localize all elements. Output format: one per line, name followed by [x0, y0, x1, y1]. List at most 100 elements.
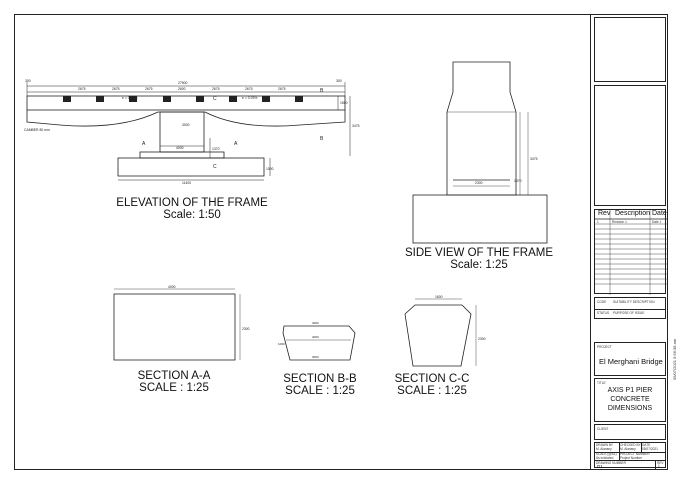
drawing-number-label: DRAWING NUMBER — [596, 461, 626, 465]
project-name: El Merghani Bridge — [599, 357, 663, 366]
section-cc-top: 1600 — [435, 295, 443, 299]
deck-slab — [26, 95, 346, 111]
drawing-title-line: DIMENSIONS — [607, 405, 653, 412]
client-label: CLIENT — [597, 427, 609, 431]
desc-cell: Revision 1 — [612, 220, 627, 224]
client-box: CLIENT — [594, 424, 666, 440]
camber-label: CAMBER 80 mm — [24, 128, 50, 132]
dim-span: 2675 — [245, 87, 253, 91]
section-cc-title: SECTION C-C SCALE : 1:25 — [382, 373, 482, 397]
elevation-scale: Scale: 1:50 — [163, 209, 221, 221]
section-aa-scale: SCALE : 1:25 — [139, 382, 209, 394]
section-cc-scale: SCALE : 1:25 — [397, 385, 467, 397]
section-bb — [282, 325, 356, 361]
section-bb-title: SECTION B-B SCALE : 1:25 — [270, 373, 370, 397]
section-aa-title: SECTION A-A SCALE : 1:25 — [124, 370, 224, 394]
section-marker-a: A — [142, 141, 146, 147]
side-base-dim: 2300 — [475, 181, 483, 185]
deck-soffit — [26, 110, 346, 127]
dim-footing-h: 1000 — [266, 167, 274, 171]
rev-value: 1 — [658, 464, 660, 468]
section-bb-dim: 3000 — [312, 355, 319, 359]
slope-left: e = 0.03% — [122, 96, 137, 100]
section-cc-title-text: SECTION C-C — [394, 373, 470, 385]
side-view — [412, 61, 548, 244]
date-cell: Date 1 — [652, 220, 662, 224]
dim-end-right: 300 — [336, 79, 342, 83]
section-marker-b: B — [320, 136, 324, 142]
dim-footing-width: 11400 — [182, 181, 191, 185]
code-label: CODE — [597, 300, 607, 304]
side-h2: 3475 — [530, 157, 538, 161]
scale-value: As indicated — [596, 456, 614, 460]
section-bb-dim: 4000 — [312, 335, 319, 339]
section-bb-title-text: SECTION B-B — [283, 373, 357, 385]
section-marker-c: C — [213, 164, 217, 170]
project-number-value: Project Number — [620, 456, 643, 460]
side-view-scale: Scale: 1:25 — [450, 259, 508, 271]
drawing-frame — [14, 14, 668, 470]
project-box: PROJECT El Merghani Bridge — [594, 342, 666, 376]
drawing-canvas: 27500 300 300 2675 2675 2675 2600 2675 2… — [24, 61, 548, 367]
project-label: PROJECT — [597, 345, 612, 349]
title-label: TITLE — [597, 381, 606, 385]
section-marker-b: B — [320, 88, 324, 94]
dim-span: 2675 — [145, 87, 153, 91]
logo-box-2 — [594, 85, 666, 206]
section-bb-dim: 4000 — [312, 321, 319, 325]
dim-neck: 1370 — [212, 147, 220, 151]
scale-label: SCALE (@A1) — [596, 452, 617, 456]
status-value: PURPOSE OF ISSUE — [613, 311, 645, 315]
dim-span: 2675 — [212, 87, 220, 91]
side-view-title-text: SIDE VIEW OF THE FRAME — [404, 247, 554, 259]
dim-end-left: 300 — [25, 79, 31, 83]
logo-box-1 — [594, 17, 666, 82]
section-cc-height: 2300 — [478, 337, 486, 341]
desc-col-header: Description — [615, 210, 651, 217]
rev-col-header: Rev — [598, 210, 611, 217]
plot-timestamp: 05/07/2021 9:56:38 am — [672, 338, 677, 380]
section-bb-dim: 1000 — [278, 342, 285, 346]
bearings — [63, 96, 303, 102]
rev-cell: 1 — [597, 220, 599, 224]
pier-neck — [139, 151, 225, 159]
code-value: SUITABILITY DESCRIPTION — [613, 300, 655, 304]
section-bb-scale: SCALE : 1:25 — [285, 385, 355, 397]
code-status-box: CODE SUITABILITY DESCRIPTION STATUS PURP… — [594, 297, 666, 319]
dim-span: 2675 — [112, 87, 120, 91]
dim-overall: 27500 — [178, 81, 188, 85]
checked-value: M. Alanany — [620, 447, 636, 451]
section-cc — [404, 298, 477, 367]
revision-grid — [595, 210, 667, 295]
side-h1: 1370 — [514, 179, 522, 183]
section-aa — [113, 288, 241, 361]
project-number-label: PROJECT NUMBER — [620, 452, 650, 456]
dim-span: 2675 — [278, 87, 286, 91]
drawing-title-box: TITLE AXIS P1 PIER CONCRETE DIMENSIONS — [594, 378, 666, 422]
date-value: 05/07/2021 — [642, 447, 658, 451]
checked-label: CHECKED BY — [620, 443, 641, 447]
drawing-title-line: CONCRETE — [610, 396, 650, 403]
section-aa-width: 4000 — [168, 285, 176, 289]
dim-span: 2675 — [78, 87, 86, 91]
date-col-header: Date — [652, 210, 667, 217]
status-label: STATUS — [597, 311, 610, 315]
side-view-title: SIDE VIEW OF THE FRAME Scale: 1:25 — [395, 247, 563, 271]
section-aa-title-text: SECTION A-A — [137, 370, 211, 382]
dim-deck-depth: 1500 — [340, 101, 348, 105]
dim-total-height: 3475 — [352, 124, 360, 128]
drawing-title: AXIS P1 PIER CONCRETE DIMENSIONS — [595, 386, 665, 413]
drawn-label: DRAWN BY — [596, 443, 614, 447]
date-label: DATE — [642, 443, 651, 447]
drawing-title-line: AXIS P1 PIER — [607, 387, 653, 394]
title-block: Rev Description Date 1 Revision 1 Date 1… — [590, 14, 668, 470]
section-marker-c: C — [213, 96, 217, 102]
revision-table: Rev Description Date 1 Revision 1 Date 1 — [594, 209, 667, 295]
dim-col-width: 4000 — [176, 146, 184, 150]
drawing-number-value: D1 — [597, 464, 603, 469]
section-aa-height: 2300 — [242, 327, 250, 331]
elevation-title-text: ELEVATION OF THE FRAME — [116, 197, 268, 209]
dim-span: 2600 — [178, 87, 186, 91]
rev-label: REV — [657, 461, 664, 465]
section-marker-a: A — [234, 141, 238, 147]
